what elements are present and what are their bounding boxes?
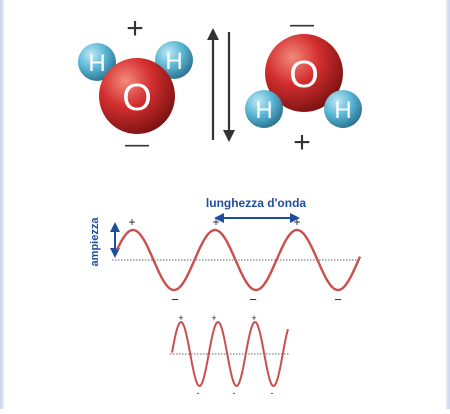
hydrogen-atom <box>324 90 362 128</box>
atom-label-h: H <box>165 48 182 75</box>
atom-label-o: O <box>122 77 152 119</box>
atom-label-h: H <box>255 97 272 124</box>
wave-small: + + + - - - <box>170 313 290 398</box>
oxygen-atom <box>265 34 343 112</box>
amplitude-label: ampiezza <box>89 217 101 267</box>
charge-plus: + <box>293 126 311 159</box>
equilibrium-arrows <box>207 28 235 142</box>
trough-minus-sign: - <box>271 388 274 398</box>
page-edge-right <box>446 0 450 409</box>
diagram-canvas: H O H + — O H H — + lunghezza d'onda amp… <box>78 11 362 398</box>
amplitude-arrow <box>110 222 120 258</box>
hydrogen-atom <box>245 90 283 128</box>
wave-curve <box>115 228 362 292</box>
crest-plus-sign: + <box>178 313 183 323</box>
trough-minus-sign: − <box>334 292 342 307</box>
trough-minus-sign: − <box>249 292 257 307</box>
atom-label-h: H <box>88 50 105 77</box>
trough-minus-sign: - <box>197 388 200 398</box>
oxygen-atom <box>99 58 175 134</box>
atom-label-o: O <box>289 54 319 96</box>
crest-plus-sign: + <box>128 215 135 229</box>
crest-plus-sign: + <box>293 215 300 229</box>
water-molecule-left: H O H + — <box>78 12 193 158</box>
trough-minus-sign: − <box>171 292 179 307</box>
wave-curve <box>171 320 289 387</box>
trough-minus-sign: - <box>233 388 236 398</box>
wave-large: lunghezza d'onda ampiezza + + + − − − <box>89 196 362 307</box>
crest-plus-sign: + <box>212 215 219 229</box>
hydrogen-atom <box>78 43 116 81</box>
charge-minus: — <box>290 11 314 38</box>
wavelength-arrow <box>214 213 300 223</box>
crest-plus-sign: + <box>251 313 256 323</box>
wavelength-label: lunghezza d'onda <box>206 196 307 210</box>
diagram-frame: H O H + — O H H — + lunghezza d'onda amp… <box>4 0 446 409</box>
charge-plus: + <box>126 12 144 45</box>
atom-label-h: H <box>334 97 351 124</box>
page-edge-left <box>0 0 4 409</box>
crest-plus-sign: + <box>211 313 216 323</box>
charge-minus: — <box>125 131 149 158</box>
hydrogen-atom <box>155 41 193 79</box>
water-molecule-right: O H H — + <box>245 11 362 159</box>
